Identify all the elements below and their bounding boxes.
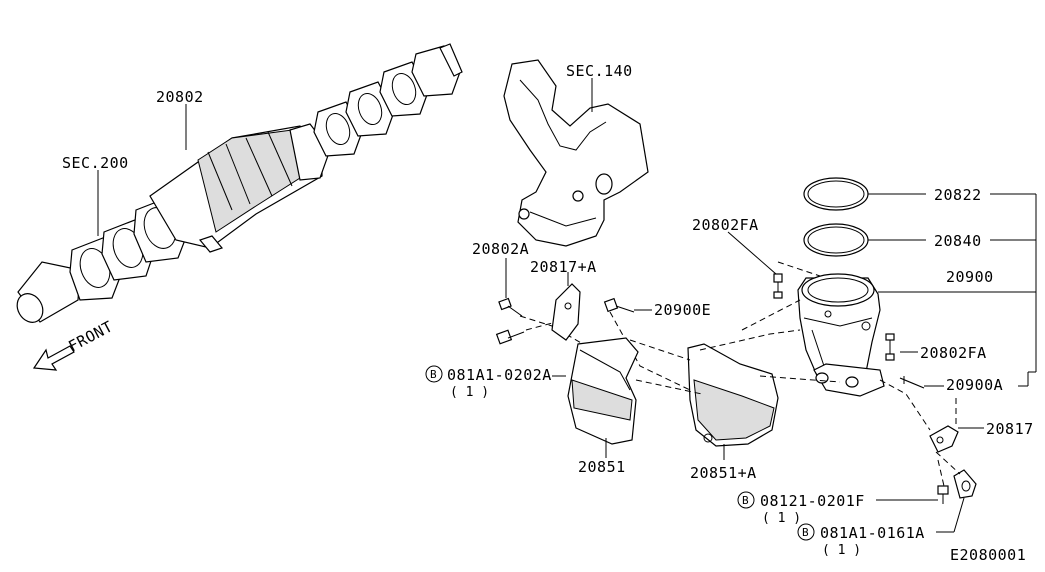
label-20802fa-top: 20802FA	[692, 216, 759, 234]
bolt-20900e	[603, 297, 635, 313]
label-20900a: 20900A	[946, 376, 1003, 394]
label-20851-a: 20851+A	[690, 464, 757, 482]
bolt-20802fa-top	[773, 273, 783, 299]
heat-shield-20851	[567, 337, 639, 445]
bolt-081a1-0202a	[495, 329, 525, 345]
bolt-marker-2: B	[742, 494, 749, 507]
stud-20900a	[899, 376, 925, 389]
qty-081a1-0161a: ( 1 )	[822, 543, 861, 558]
label-20822: 20822	[934, 186, 982, 204]
label-sec-200: SEC.200	[62, 154, 129, 172]
part-code-081a1-0161a: 081A1-0161A	[820, 524, 925, 542]
label-20900e: 20900E	[654, 301, 711, 319]
bolt-circle-b-icon	[797, 523, 815, 541]
bolt-081a1-0161a	[953, 469, 977, 499]
label-front: FRONT	[65, 317, 116, 355]
ring-20840	[803, 223, 869, 257]
bracket-20817a	[551, 283, 581, 341]
label-20802a: 20802A	[472, 240, 529, 258]
part-code-08121-0201f: 08121-0201F	[760, 492, 865, 510]
gasket-7	[411, 43, 463, 97]
bolt-marker-1: B	[430, 368, 437, 381]
label-20817: 20817	[986, 420, 1034, 438]
bolt-circle-b-icon	[425, 365, 443, 383]
label-20851: 20851	[578, 458, 626, 476]
catalytic-converter-20900	[797, 273, 885, 397]
label-20900: 20900	[946, 268, 994, 286]
heat-shield-20851a	[687, 343, 779, 447]
label-20802: 20802	[156, 88, 204, 106]
bracket-20817	[929, 425, 959, 453]
diagram-code: E2080001	[950, 546, 1026, 564]
ring-20822	[803, 177, 869, 211]
front-pipe-assembly	[16, 43, 463, 323]
label-20840: 20840	[934, 232, 982, 250]
front-arrow-icon	[32, 345, 75, 371]
bolt-20802a	[498, 297, 523, 317]
bolt-circle-b-icon	[737, 491, 755, 509]
part-code-081a1-0202a: 081A1-0202A	[447, 366, 552, 384]
label-20817-a: 20817+A	[530, 258, 597, 276]
bolt-marker-3: B	[802, 526, 809, 539]
exhaust-manifold	[503, 59, 649, 247]
bolt-08121-0201f	[937, 485, 949, 504]
label-sec-140: SEC.140	[566, 62, 633, 80]
qty-081a1-0202a: ( 1 )	[450, 385, 489, 400]
bolt-20802fa-right	[885, 333, 895, 361]
label-20802fa-right: 20802FA	[920, 344, 987, 362]
qty-08121-0201f: ( 1 )	[762, 511, 801, 526]
